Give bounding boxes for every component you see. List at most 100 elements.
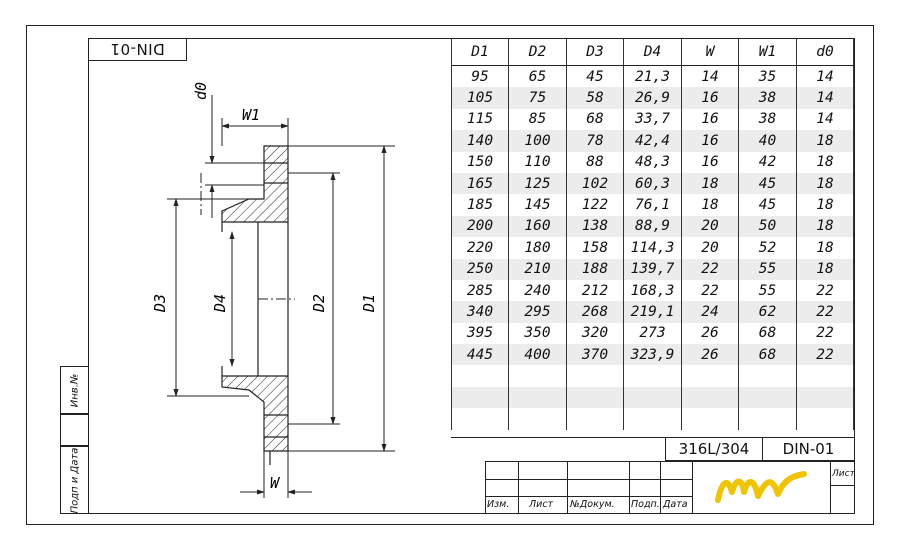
table-cell: 45 xyxy=(738,172,797,195)
table-row xyxy=(451,365,854,387)
column-header: W xyxy=(681,38,739,66)
table-cell: 158 xyxy=(566,237,624,259)
table-cell: 150 xyxy=(451,151,509,173)
signature-date-box: Подп и Дата xyxy=(60,446,89,514)
tb-sheet-label: Лист xyxy=(832,469,855,479)
table-cell: 38 xyxy=(738,87,797,109)
table-cell: 22 xyxy=(796,279,854,302)
table-cell: 165 xyxy=(451,172,509,195)
table-cell: 22 xyxy=(681,279,739,302)
table-cell: 323,9 xyxy=(623,344,682,366)
table-cell: 42 xyxy=(738,151,797,173)
table-cell: 58 xyxy=(566,87,624,109)
table-cell: 180 xyxy=(508,237,567,259)
table-cell xyxy=(451,408,509,430)
table-cell: 68 xyxy=(738,344,797,366)
table-cell xyxy=(508,408,567,430)
column-header: d0 xyxy=(796,38,854,66)
table-cell: 45 xyxy=(738,194,797,216)
table-cell: 18 xyxy=(796,172,854,195)
table-header-row: D1 D2 D3 D4 W W1 d0 xyxy=(451,38,854,66)
drawing-code-box: DIN-01 xyxy=(88,38,187,61)
table-cell: 65 xyxy=(508,65,567,88)
inv-number-box: Инв.№ xyxy=(60,366,89,414)
table-cell: 14 xyxy=(796,108,854,131)
tb-header-list: Лист xyxy=(529,499,554,510)
table-cell xyxy=(508,365,567,387)
table-cell: 16 xyxy=(681,87,739,109)
table-cell: 18 xyxy=(796,215,854,238)
table-cell: 340 xyxy=(451,301,509,323)
table-cell: 22 xyxy=(796,344,854,366)
din-code-label: DIN-01 xyxy=(782,439,835,458)
table-cell xyxy=(681,386,739,409)
table-cell: 185 xyxy=(451,194,509,216)
table-cell: 55 xyxy=(738,258,797,280)
table-cell: 18 xyxy=(681,194,739,216)
table-cell: 16 xyxy=(681,151,739,173)
d4-label: D4 xyxy=(211,294,229,313)
table-cell xyxy=(451,365,509,387)
table-cell: 35 xyxy=(738,65,797,88)
table-cell: 16 xyxy=(681,108,739,131)
flange-drawing: d0 W1 D3 D4 D2 D1 W xyxy=(151,82,395,498)
table-cell: 273 xyxy=(623,322,682,345)
table-cell: 18 xyxy=(796,258,854,280)
table-cell: 200 xyxy=(451,215,509,238)
table-cell: 76,1 xyxy=(623,194,682,216)
table-cell: 20 xyxy=(681,215,739,238)
column-header: D1 xyxy=(451,38,509,66)
table-cell: 219,1 xyxy=(623,301,682,323)
w1-label: W1 xyxy=(242,106,260,124)
table-cell xyxy=(566,386,624,409)
column-header: D2 xyxy=(508,38,567,66)
table-cell xyxy=(796,365,854,387)
table-cell: 52 xyxy=(738,237,797,259)
tb-header-izm: Изм. xyxy=(487,499,510,510)
table-cell: 320 xyxy=(566,322,624,345)
table-cell: 240 xyxy=(508,279,567,302)
table-cell: 68 xyxy=(566,108,624,131)
table-cell: 75 xyxy=(508,87,567,109)
table-cell: 18 xyxy=(796,130,854,152)
table-cell: 45 xyxy=(566,65,624,88)
table-cell: 16 xyxy=(681,130,739,152)
side-empty-box xyxy=(60,414,89,446)
table-cell xyxy=(738,365,797,387)
table-cell: 160 xyxy=(508,215,567,238)
material-label: 316L/304 xyxy=(678,439,750,458)
table-row xyxy=(451,386,854,409)
table-bottom-line xyxy=(451,437,854,438)
table-cell xyxy=(796,386,854,409)
table-cell xyxy=(451,386,509,409)
table-cell: 18 xyxy=(796,194,854,216)
mv-logo-icon xyxy=(715,471,807,503)
table-cell xyxy=(738,386,797,409)
table-cell: 14 xyxy=(796,87,854,109)
table-cell: 138 xyxy=(566,215,624,238)
table-cell: 115 xyxy=(451,108,509,131)
table-cell: 60,3 xyxy=(623,172,682,195)
table-cell: 24 xyxy=(681,301,739,323)
d3-label: D3 xyxy=(151,294,169,313)
d1-label: D1 xyxy=(360,294,378,313)
table-cell: 18 xyxy=(796,237,854,259)
table-cell: 26 xyxy=(681,322,739,345)
table-cell: 38 xyxy=(738,108,797,131)
table-cell: 114,3 xyxy=(623,237,682,259)
table-cell: 20 xyxy=(681,237,739,259)
table-cell: 268 xyxy=(566,301,624,323)
drawing-sheet xyxy=(26,25,874,525)
table-cell xyxy=(623,365,682,387)
table-cell: 400 xyxy=(508,344,567,366)
table-cell xyxy=(681,408,739,430)
table-cell: 220 xyxy=(451,237,509,259)
